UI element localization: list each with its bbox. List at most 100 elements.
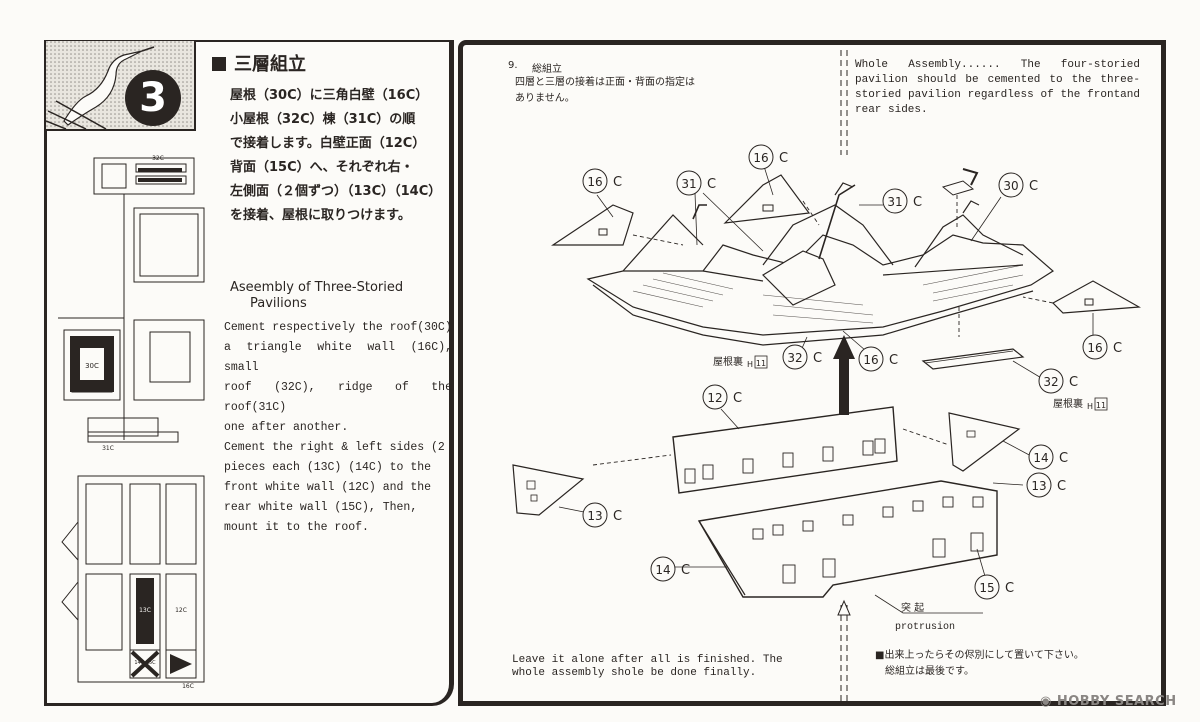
jp-instructions: 屋根（30C）に三角白壁（16C） 小屋根（32C）棟（31C）の順 で接着しま… [230, 84, 452, 228]
bottom-en-note: Leave it alone after all is finished. Th… [512, 654, 812, 680]
callout-16c-a: 16 C [582, 168, 622, 194]
callout-number: 16 [863, 353, 878, 367]
callout-number: 31 [887, 195, 902, 209]
roof-underside-num: 11 [756, 359, 766, 368]
en-line: pieces each (13C) (14C) to the [224, 461, 432, 474]
callout-13c-a: 13 C [1026, 472, 1066, 498]
sprue-label-31c: 31C [102, 445, 114, 452]
callout-number: 32 [787, 351, 802, 365]
bottom-jp-line: 総組立は最後です。 [885, 666, 974, 677]
callout-number: 16 [587, 175, 602, 189]
callout-suffix: C [1029, 179, 1038, 194]
en-heading-line: Aseembly of Three-Storied [230, 280, 404, 295]
jp-note: 四層と三層の接着は正面・背面の指定は ありません。 [515, 75, 795, 107]
en-line: front white wall (12C) and the [224, 481, 432, 494]
en-line: Cement respectively the roof(30C) [224, 321, 452, 334]
square-bullet-icon [212, 57, 226, 71]
bottom-en-line: Leave it alone after all is finished. Th… [512, 654, 783, 666]
bottom-jp-line: ■出来上ったらその侭別にして置いて下さい。 [875, 650, 1084, 661]
sprue-label-14c-15c: 14C 15C [134, 660, 156, 666]
callout-suffix: C [733, 391, 742, 406]
callout-32c-a: 32 C [782, 344, 822, 370]
callout-suffix: C [913, 195, 922, 210]
sprue-label-30c: 30C [85, 362, 99, 370]
callout-suffix: C [779, 151, 788, 166]
roof-underside-label-a: 屋根裏 H 11 [713, 355, 768, 369]
callout-number: 31 [681, 177, 696, 191]
callout-suffix: C [1059, 451, 1068, 466]
protrusion-jp: 突 起 [901, 601, 924, 614]
callout-suffix: C [613, 175, 622, 190]
section-title: 三層組立 [212, 50, 306, 76]
callout-31c-b: 31 C [882, 188, 922, 214]
callout-number: 14 [655, 563, 670, 577]
step-title: 総組立 [532, 64, 562, 75]
jp-line: 左側面（２個ずつ）（13C）（14C） [230, 184, 442, 199]
en-note: Whole Assembly...... The four-storied pa… [855, 59, 1140, 116]
step-num: 9. [508, 60, 518, 71]
sprue-label-13c: 13C [139, 607, 151, 614]
en-line: mount it to the roof. [224, 521, 369, 534]
en-line: one after another. [224, 421, 349, 434]
callout-number: 30 [1003, 179, 1018, 193]
callout-suffix: C [1005, 581, 1014, 596]
jp-note-line: 四層と三層の接着は正面・背面の指定は [515, 77, 695, 88]
callout-32c-b: 32 C [1038, 368, 1078, 394]
bottom-en-line: whole assembly shole be done finally. [512, 667, 757, 679]
assembly-diagram: 16 C 31 C 16 C 31 C 30 C [512, 50, 1142, 705]
sprue-diagram: 30C 32C 31C 13C 12C 14C 15C 16C [58, 155, 205, 690]
section-title-text: 三層組立 [234, 54, 306, 75]
callout-suffix: C [707, 177, 716, 192]
callout-16c-b: 16 C [748, 144, 788, 170]
jp-line: 背面（15C）へ、それぞれ右・ [230, 160, 414, 175]
jp-line: を接着、屋根に取りつけます。 [230, 208, 411, 223]
callout-12c: 12 C [702, 384, 742, 410]
watermark-text: HOBBY SEARCH [1056, 694, 1177, 709]
en-line: roof (32C), ridge of the roof(31C) [224, 381, 452, 414]
en-heading-line: Pavilions [250, 296, 307, 311]
en-line: rear white wall (15C), Then, [224, 501, 418, 514]
callout-number: 13 [1031, 479, 1046, 493]
callout-number: 15 [979, 581, 994, 595]
sprue-label-32c: 32C [152, 155, 164, 162]
protrusion-en: protrusion [895, 621, 955, 633]
callout-number: 14 [1033, 451, 1048, 465]
watermark-logo-icon: ◉ [1040, 694, 1057, 709]
en-heading: Aseembly of Three-Storied Pavilions [230, 280, 450, 312]
left-panel [44, 40, 454, 706]
roof-underside-label-b: 屋根裏 H 11 [1053, 397, 1108, 411]
callout-suffix: C [613, 509, 622, 524]
callout-15c: 15 C [974, 574, 1014, 600]
jp-note-line: ありません。 [515, 93, 575, 104]
en-line: Cement the right & left sides (2 [224, 441, 445, 454]
jp-line: で接着します。白壁正面（12C） [230, 136, 426, 151]
en-body: Cement respectively the roof(30C) a tria… [224, 318, 452, 538]
roof-underside-num: 11 [1096, 401, 1106, 410]
roof-underside-ref: H [1087, 402, 1093, 411]
jp-line: 小屋根（32C）棟（31C）の順 [230, 112, 416, 127]
callout-number: 13 [587, 509, 602, 523]
jp-line: 屋根（30C）に三角白壁（16C） [230, 88, 429, 103]
roof-underside-text: 屋根裏 [713, 355, 743, 368]
callout-number: 12 [707, 391, 722, 405]
callout-suffix: C [681, 563, 690, 578]
roof-underside-text: 屋根裏 [1053, 397, 1083, 410]
callout-16c-d: 16 C [858, 346, 898, 372]
callout-number: 16 [1087, 341, 1102, 355]
callout-suffix: C [1057, 479, 1066, 494]
callout-30c: 30 C [998, 172, 1038, 198]
en-line: a triangle white wall (16C), small [224, 341, 452, 374]
roof-underside-ref: H [747, 360, 753, 369]
callout-suffix: C [813, 351, 822, 366]
callout-14c-a: 14 C [1028, 444, 1068, 470]
callout-number: 32 [1043, 375, 1058, 389]
callout-number: 16 [753, 151, 768, 165]
callout-13c-b: 13 C [582, 502, 622, 528]
sprue-label-16c: 16C [182, 683, 194, 690]
bottom-jp-note: ■出来上ったらその侭別にして置いて下さい。 総組立は最後です。 [875, 648, 1084, 680]
callout-suffix: C [889, 353, 898, 368]
callout-16c-c: 16 C [1082, 334, 1122, 360]
callout-suffix: C [1069, 375, 1078, 390]
right-panel [458, 40, 1166, 706]
